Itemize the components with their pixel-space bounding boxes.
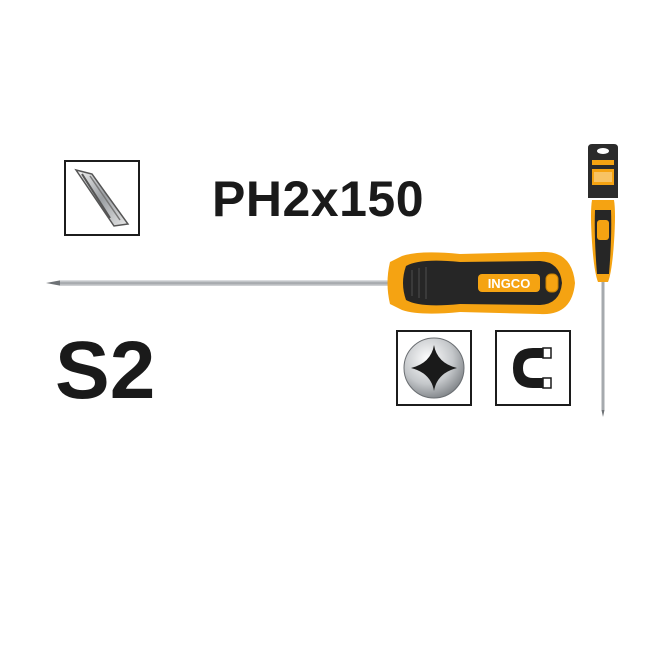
steel-grade-label: S2: [55, 325, 156, 416]
magnetic-tip-icon: [513, 347, 552, 389]
screwdriver-tip-icon-box: [64, 160, 140, 236]
package-shaft: [601, 282, 605, 410]
screwdriver-tip: [46, 280, 62, 286]
magnetic-tip-icon-box: [495, 330, 571, 406]
phillips-head-icon-box: [396, 330, 472, 406]
packaged-screwdriver: [588, 144, 618, 417]
screwdriver-shaft: [60, 280, 390, 286]
brand-logo: INGCO: [488, 276, 531, 291]
size-label: PH2x150: [212, 171, 424, 227]
screwdriver-horizontal: INGCO: [46, 251, 575, 315]
screwdriver-tip-icon: [74, 168, 130, 227]
phillips-head-icon: [403, 337, 465, 399]
